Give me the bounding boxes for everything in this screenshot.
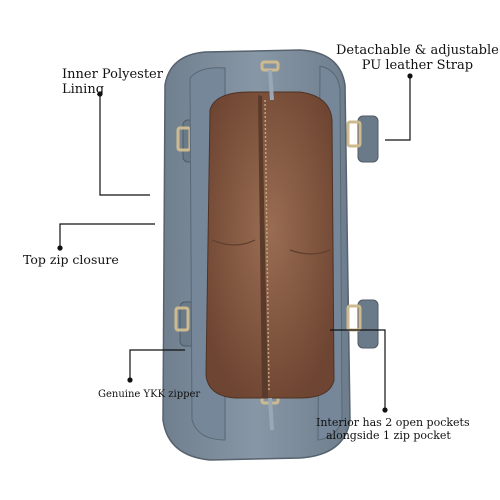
- open-pocket-2: [289, 249, 331, 255]
- open-pocket: [211, 239, 256, 246]
- label-closure: Top zip closure: [23, 252, 119, 267]
- label-strap-line2: PU leather Strap: [361, 57, 474, 73]
- label-zipper: Genuine YKK zipper: [98, 389, 201, 400]
- bottom-zip-track: [268, 397, 274, 431]
- label-pockets-line1: Interior has 2 open pockets: [316, 416, 470, 429]
- label-lining-line2: Lining: [62, 81, 105, 97]
- interior-lining: [205, 91, 335, 399]
- label-strap-line1: Detachable & adjustable: [336, 43, 499, 58]
- label-lining: Inner Polyester Lining: [62, 67, 163, 98]
- label-pockets: Interior has 2 open pockets alongside 1 …: [316, 416, 470, 442]
- label-lining-line1: Inner Polyester: [62, 67, 163, 82]
- label-pockets-line2: alongside 1 zip pocket: [326, 428, 451, 442]
- zip-pocket-divider: [258, 95, 268, 398]
- label-strap: Detachable & adjustable PU leather Strap: [336, 43, 499, 74]
- pointer-lines: [57, 73, 413, 413]
- top-zip-track: [268, 69, 274, 101]
- handle-tab-right-bottom: [357, 299, 379, 349]
- handle-tab-right-top: [357, 115, 379, 163]
